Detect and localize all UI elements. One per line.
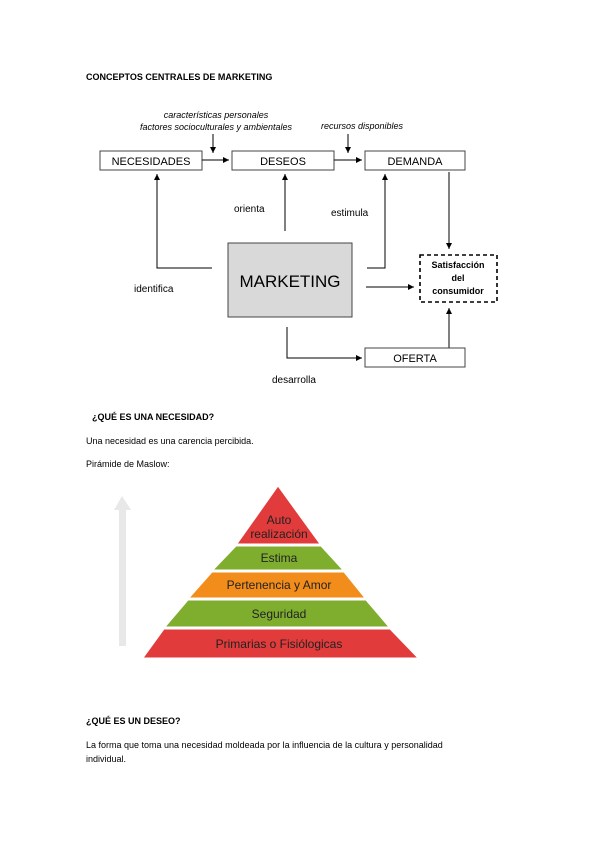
box-demanda-label: DEMANDA — [387, 156, 443, 168]
box-satisfaccion-line1: Satisfacción — [431, 260, 484, 270]
pyramid-level-primarias — [142, 628, 420, 659]
box-oferta-label: OFERTA — [393, 353, 437, 365]
note-caracteristicas-line2: factores socioculturales y ambientales — [140, 122, 293, 132]
box-necesidades-label: NECESIDADES — [112, 156, 191, 168]
pyramid-label-pertenencia: Pertenencia y Amor — [227, 578, 332, 592]
label-estimula: estimula — [331, 208, 369, 219]
pyramid-label-primarias: Primarias o Fisiólogicas — [216, 637, 343, 651]
paragraph-necesidad: Una necesidad es una carencia percibida. — [86, 436, 254, 446]
box-demanda — [364, 150, 466, 171]
pyramid-label-auto: Auto — [267, 513, 292, 527]
pyramid-label-seguridad: Seguridad — [252, 607, 307, 621]
pyramid-level-pertenencia — [187, 571, 367, 599]
box-satisfaccion-line2: del — [451, 273, 464, 283]
paragraph-deseo-line1: La forma que toma una necesidad moldeada… — [86, 740, 443, 750]
marketing-concepts-diagram: características personales factores soci… — [99, 110, 498, 386]
paragraph-deseo-line2: individual. — [86, 754, 127, 764]
arrow-estimula — [367, 174, 388, 269]
note-caracteristicas-line1: características personales — [164, 110, 269, 120]
box-oferta — [364, 347, 466, 368]
box-marketing-label: MARKETING — [239, 272, 340, 291]
arrow-identifica — [154, 174, 212, 269]
paragraph-piramide: Pirámide de Maslow: — [86, 459, 170, 469]
box-marketing — [227, 242, 353, 318]
label-desarrolla: desarrolla — [272, 375, 316, 386]
label-identifica: identifica — [134, 284, 174, 295]
pyramid-level-estima — [211, 545, 345, 571]
pyramid-side-arrow — [114, 496, 131, 646]
pyramid-label-realizacion: realización — [250, 527, 307, 541]
pyramid-level-seguridad — [163, 599, 391, 628]
maslow-pyramid: Auto realización Estima Pertenencia y Am… — [114, 485, 420, 659]
box-satisfaccion-line3: consumidor — [432, 286, 484, 296]
note-recursos: recursos disponibles — [321, 121, 404, 131]
heading-necesidad: ¿QUÉ ES UNA NECESIDAD? — [92, 412, 215, 422]
label-orienta: orienta — [234, 204, 265, 215]
pyramid-level-autorealizacion — [236, 485, 321, 545]
page-title: CONCEPTOS CENTRALES DE MARKETING — [86, 72, 273, 82]
pyramid-label-estima: Estima — [261, 551, 298, 565]
heading-deseo: ¿QUÉ ES UN DESEO? — [86, 716, 181, 726]
box-deseos-label: DESEOS — [260, 156, 306, 168]
arrow-desarrolla — [286, 327, 362, 361]
box-satisfaccion — [419, 254, 498, 303]
